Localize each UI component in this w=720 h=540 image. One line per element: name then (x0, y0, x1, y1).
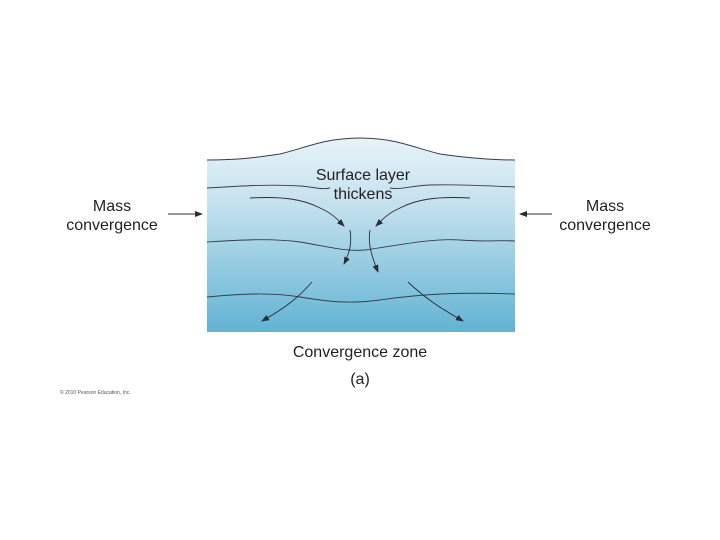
mass-convergence-left-line2: convergence (66, 217, 158, 234)
mass-convergence-left-line1: Mass (92, 198, 132, 215)
inflow-arrow-left (249, 197, 345, 227)
mass-convergence-right-line2: convergence (559, 217, 651, 234)
convergence-zone-label: Convergence zone (292, 344, 428, 361)
surface-layer-line1: Surface layer (315, 167, 411, 184)
mass-convergence-right-line1: Mass (585, 198, 625, 215)
water-body (207, 138, 515, 332)
sea-surface-line (206, 137, 516, 161)
mass-convergence-left-label: Mass convergence (52, 197, 172, 235)
copyright-notice: © 2010 Pearson Education, Inc. (60, 390, 131, 396)
inflow-arrow-right (375, 197, 471, 227)
mass-convergence-right-label: Mass convergence (545, 197, 665, 235)
middle-layer-boundary (206, 239, 516, 251)
upper-layer-boundary (206, 184, 516, 190)
downwelling-arrow-left (343, 229, 352, 265)
downwelling-arrow-right (368, 229, 379, 273)
lower-layer-boundary (206, 292, 516, 303)
deep-outflow-arrow-left (261, 281, 313, 322)
surface-layer-label: Surface layer thickens (268, 166, 458, 204)
panel-label: (a) (350, 371, 370, 388)
surface-layer-line2: thickens (333, 186, 393, 203)
deep-outflow-arrow-right (407, 281, 464, 322)
